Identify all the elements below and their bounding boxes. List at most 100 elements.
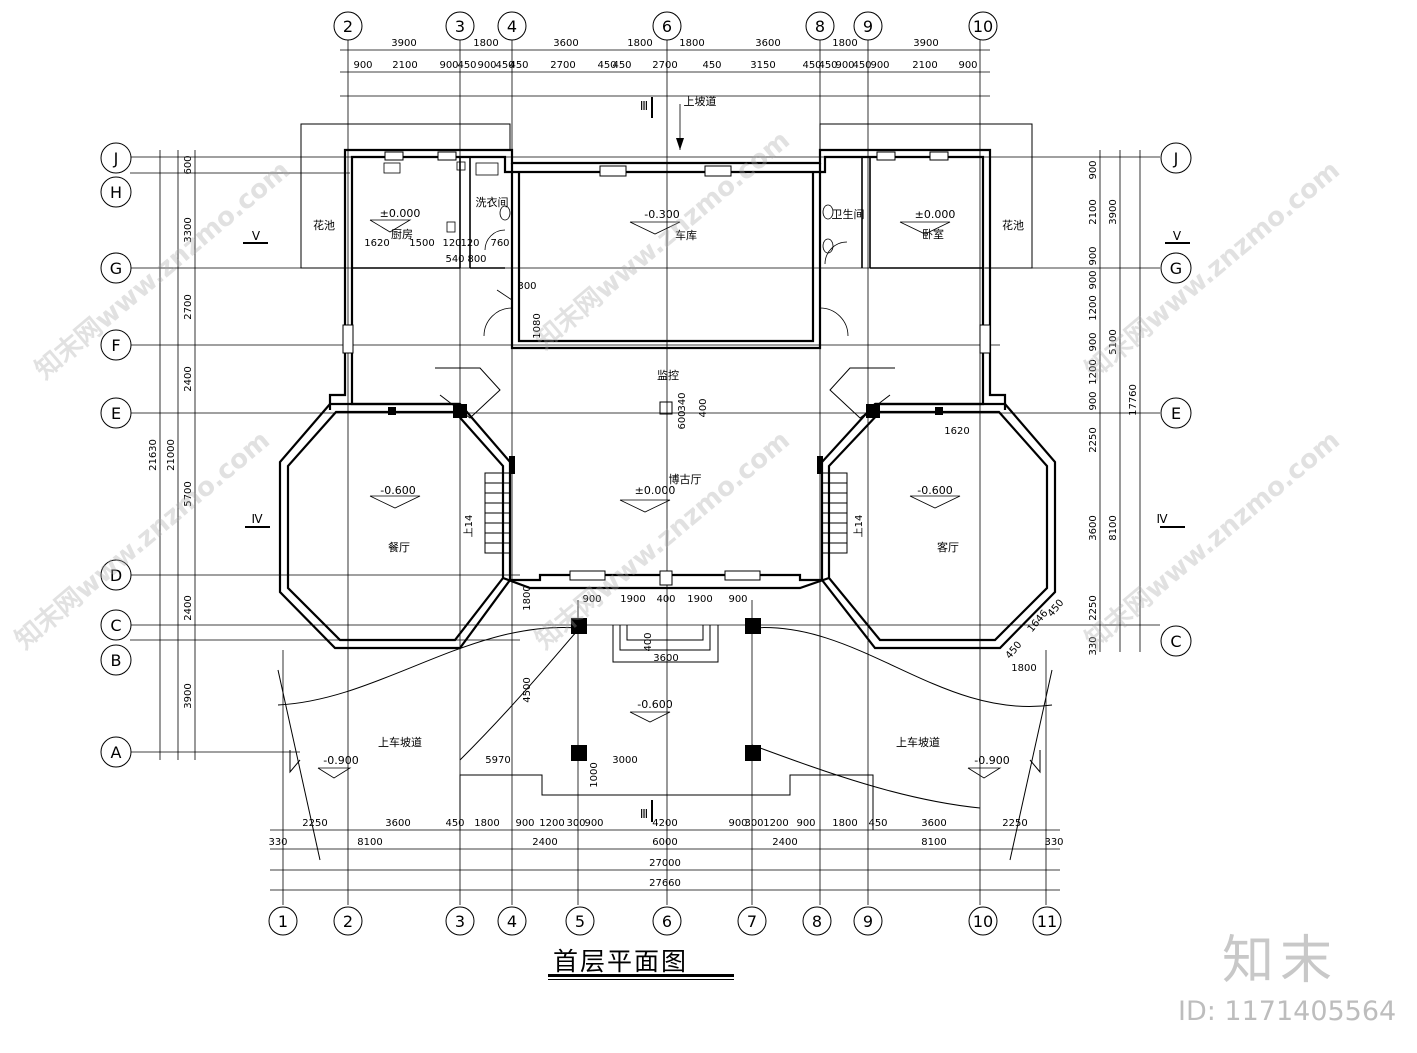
svg-text:5100: 5100 xyxy=(1108,329,1119,354)
svg-text:1800: 1800 xyxy=(1011,663,1036,674)
svg-text:120: 120 xyxy=(460,238,479,249)
bottom-dimension-lines xyxy=(270,829,1060,891)
svg-text:2400: 2400 xyxy=(532,837,557,848)
svg-text:2400: 2400 xyxy=(772,837,797,848)
svg-text:3150: 3150 xyxy=(750,60,775,71)
axis-top-8: 8 xyxy=(815,17,825,36)
svg-text:400: 400 xyxy=(656,594,675,605)
top-dimension-lines xyxy=(340,49,990,97)
svg-text:3900: 3900 xyxy=(1108,199,1119,224)
axis-right-G: G xyxy=(1170,259,1182,278)
title-underline-thin xyxy=(548,979,734,980)
axis-left-D: D xyxy=(110,566,122,585)
svg-text:120: 120 xyxy=(442,238,461,249)
axis-left-H: H xyxy=(110,183,122,202)
svg-text:900: 900 xyxy=(870,60,889,71)
axis-bottom-3: 3 xyxy=(455,912,465,931)
svg-text:600: 600 xyxy=(183,155,194,174)
svg-text:1200: 1200 xyxy=(1088,295,1099,320)
svg-text:1620: 1620 xyxy=(364,238,389,249)
axis-top-2: 2 xyxy=(343,17,353,36)
title-underline xyxy=(548,974,734,977)
svg-text:4500: 4500 xyxy=(522,677,533,702)
svg-text:3900: 3900 xyxy=(913,38,938,49)
svg-text:1800: 1800 xyxy=(832,38,857,49)
kitchen-label: 厨房 xyxy=(391,228,413,241)
horizontal-axis-lines xyxy=(130,156,1160,753)
garage-label: 车库 xyxy=(675,228,697,242)
axis-bottom-9: 9 xyxy=(863,912,873,931)
svg-text:3600: 3600 xyxy=(1088,515,1099,540)
hall-label: 博古厅 xyxy=(669,473,702,486)
stairs xyxy=(435,367,895,554)
axis-bottom-2: 2 xyxy=(343,912,353,931)
svg-text:540: 540 xyxy=(445,254,464,265)
svg-text:2250: 2250 xyxy=(1088,427,1099,452)
svg-text:21000: 21000 xyxy=(166,439,177,471)
ramp-left-label: 上车坡道 xyxy=(378,735,422,749)
svg-text:Ⅲ: Ⅲ xyxy=(640,99,648,113)
svg-text:450: 450 xyxy=(445,818,464,829)
ramp-top-label: 上坡道 xyxy=(684,94,717,108)
svg-text:450: 450 xyxy=(495,60,514,71)
living-level: -0.600 xyxy=(917,484,952,497)
inner-dim-text: 1620 1500 120 120 760 540 800 300 1080 6… xyxy=(364,238,1066,788)
svg-text:27660: 27660 xyxy=(649,878,681,889)
image-id-text: ID: 1171405564 xyxy=(1178,996,1397,1027)
axis-bottom-4: 4 xyxy=(507,912,517,931)
svg-text:3000: 3000 xyxy=(612,755,637,766)
ramp-right-label: 上车坡道 xyxy=(896,735,940,749)
svg-text:1500: 1500 xyxy=(409,238,434,249)
svg-text:21630: 21630 xyxy=(148,439,159,471)
svg-text:400: 400 xyxy=(698,398,709,417)
axis-bottom-6: 6 xyxy=(662,912,672,931)
svg-text:3900: 3900 xyxy=(183,683,194,708)
svg-text:2250: 2250 xyxy=(1088,595,1099,620)
svg-text:450: 450 xyxy=(597,60,616,71)
svg-text:Ⅴ: Ⅴ xyxy=(252,229,261,243)
svg-text:上14: 上14 xyxy=(853,515,865,538)
svg-text:Ⅴ: Ⅴ xyxy=(1173,229,1182,243)
fixtures xyxy=(383,161,834,254)
axis-top-6: 6 xyxy=(662,17,672,36)
svg-text:900: 900 xyxy=(728,594,747,605)
room-labels: ±0.000 厨房 洗衣间 -0.300 车库 卫生间 ±0.000 卧室 花池… xyxy=(313,94,1024,767)
svg-text:2250: 2250 xyxy=(302,818,327,829)
svg-text:1000: 1000 xyxy=(589,762,600,787)
left-dimension-lines xyxy=(159,150,196,760)
axis-top-10: 10 xyxy=(973,17,993,36)
bedroom-label: 卧室 xyxy=(922,227,944,241)
axis-bottom-10: 10 xyxy=(973,912,993,931)
svg-text:Ⅳ: Ⅳ xyxy=(1156,512,1167,526)
windows xyxy=(342,151,991,586)
svg-text:8100: 8100 xyxy=(1108,515,1119,540)
axis-top-9: 9 xyxy=(863,17,873,36)
axis-top-4: 4 xyxy=(507,17,517,36)
svg-text:450: 450 xyxy=(852,60,871,71)
drawing-title: 首层平面图 xyxy=(553,947,689,976)
svg-text:3600: 3600 xyxy=(755,38,780,49)
svg-text:1080: 1080 xyxy=(532,313,543,338)
svg-text:900: 900 xyxy=(1088,332,1099,351)
ramp-right-level: -0.900 xyxy=(974,754,1009,767)
bedroom-level: ±0.000 xyxy=(915,208,956,221)
hall-level: ±0.000 xyxy=(635,484,676,497)
svg-text:1800: 1800 xyxy=(474,818,499,829)
svg-text:1620: 1620 xyxy=(944,426,969,437)
svg-text:800: 800 xyxy=(467,254,486,265)
axis-bottom-11: 11 xyxy=(1037,912,1057,931)
svg-text:1800: 1800 xyxy=(522,585,533,610)
axis-right-J: J xyxy=(1173,149,1179,168)
top-dim-text: 3900 1800 3600 1800 1800 3600 1800 3900 … xyxy=(353,38,977,71)
svg-text:450: 450 xyxy=(818,60,837,71)
svg-text:900: 900 xyxy=(728,818,747,829)
svg-text:900: 900 xyxy=(1088,246,1099,265)
svg-text:6000: 6000 xyxy=(652,837,677,848)
svg-text:2100: 2100 xyxy=(392,60,417,71)
svg-text:450: 450 xyxy=(702,60,721,71)
svg-text:450: 450 xyxy=(457,60,476,71)
left-dim-text: 600 3300 2700 2400 5700 2400 3900 21000 … xyxy=(148,155,194,708)
svg-text:450: 450 xyxy=(509,60,528,71)
svg-text:上14: 上14 xyxy=(463,515,475,538)
